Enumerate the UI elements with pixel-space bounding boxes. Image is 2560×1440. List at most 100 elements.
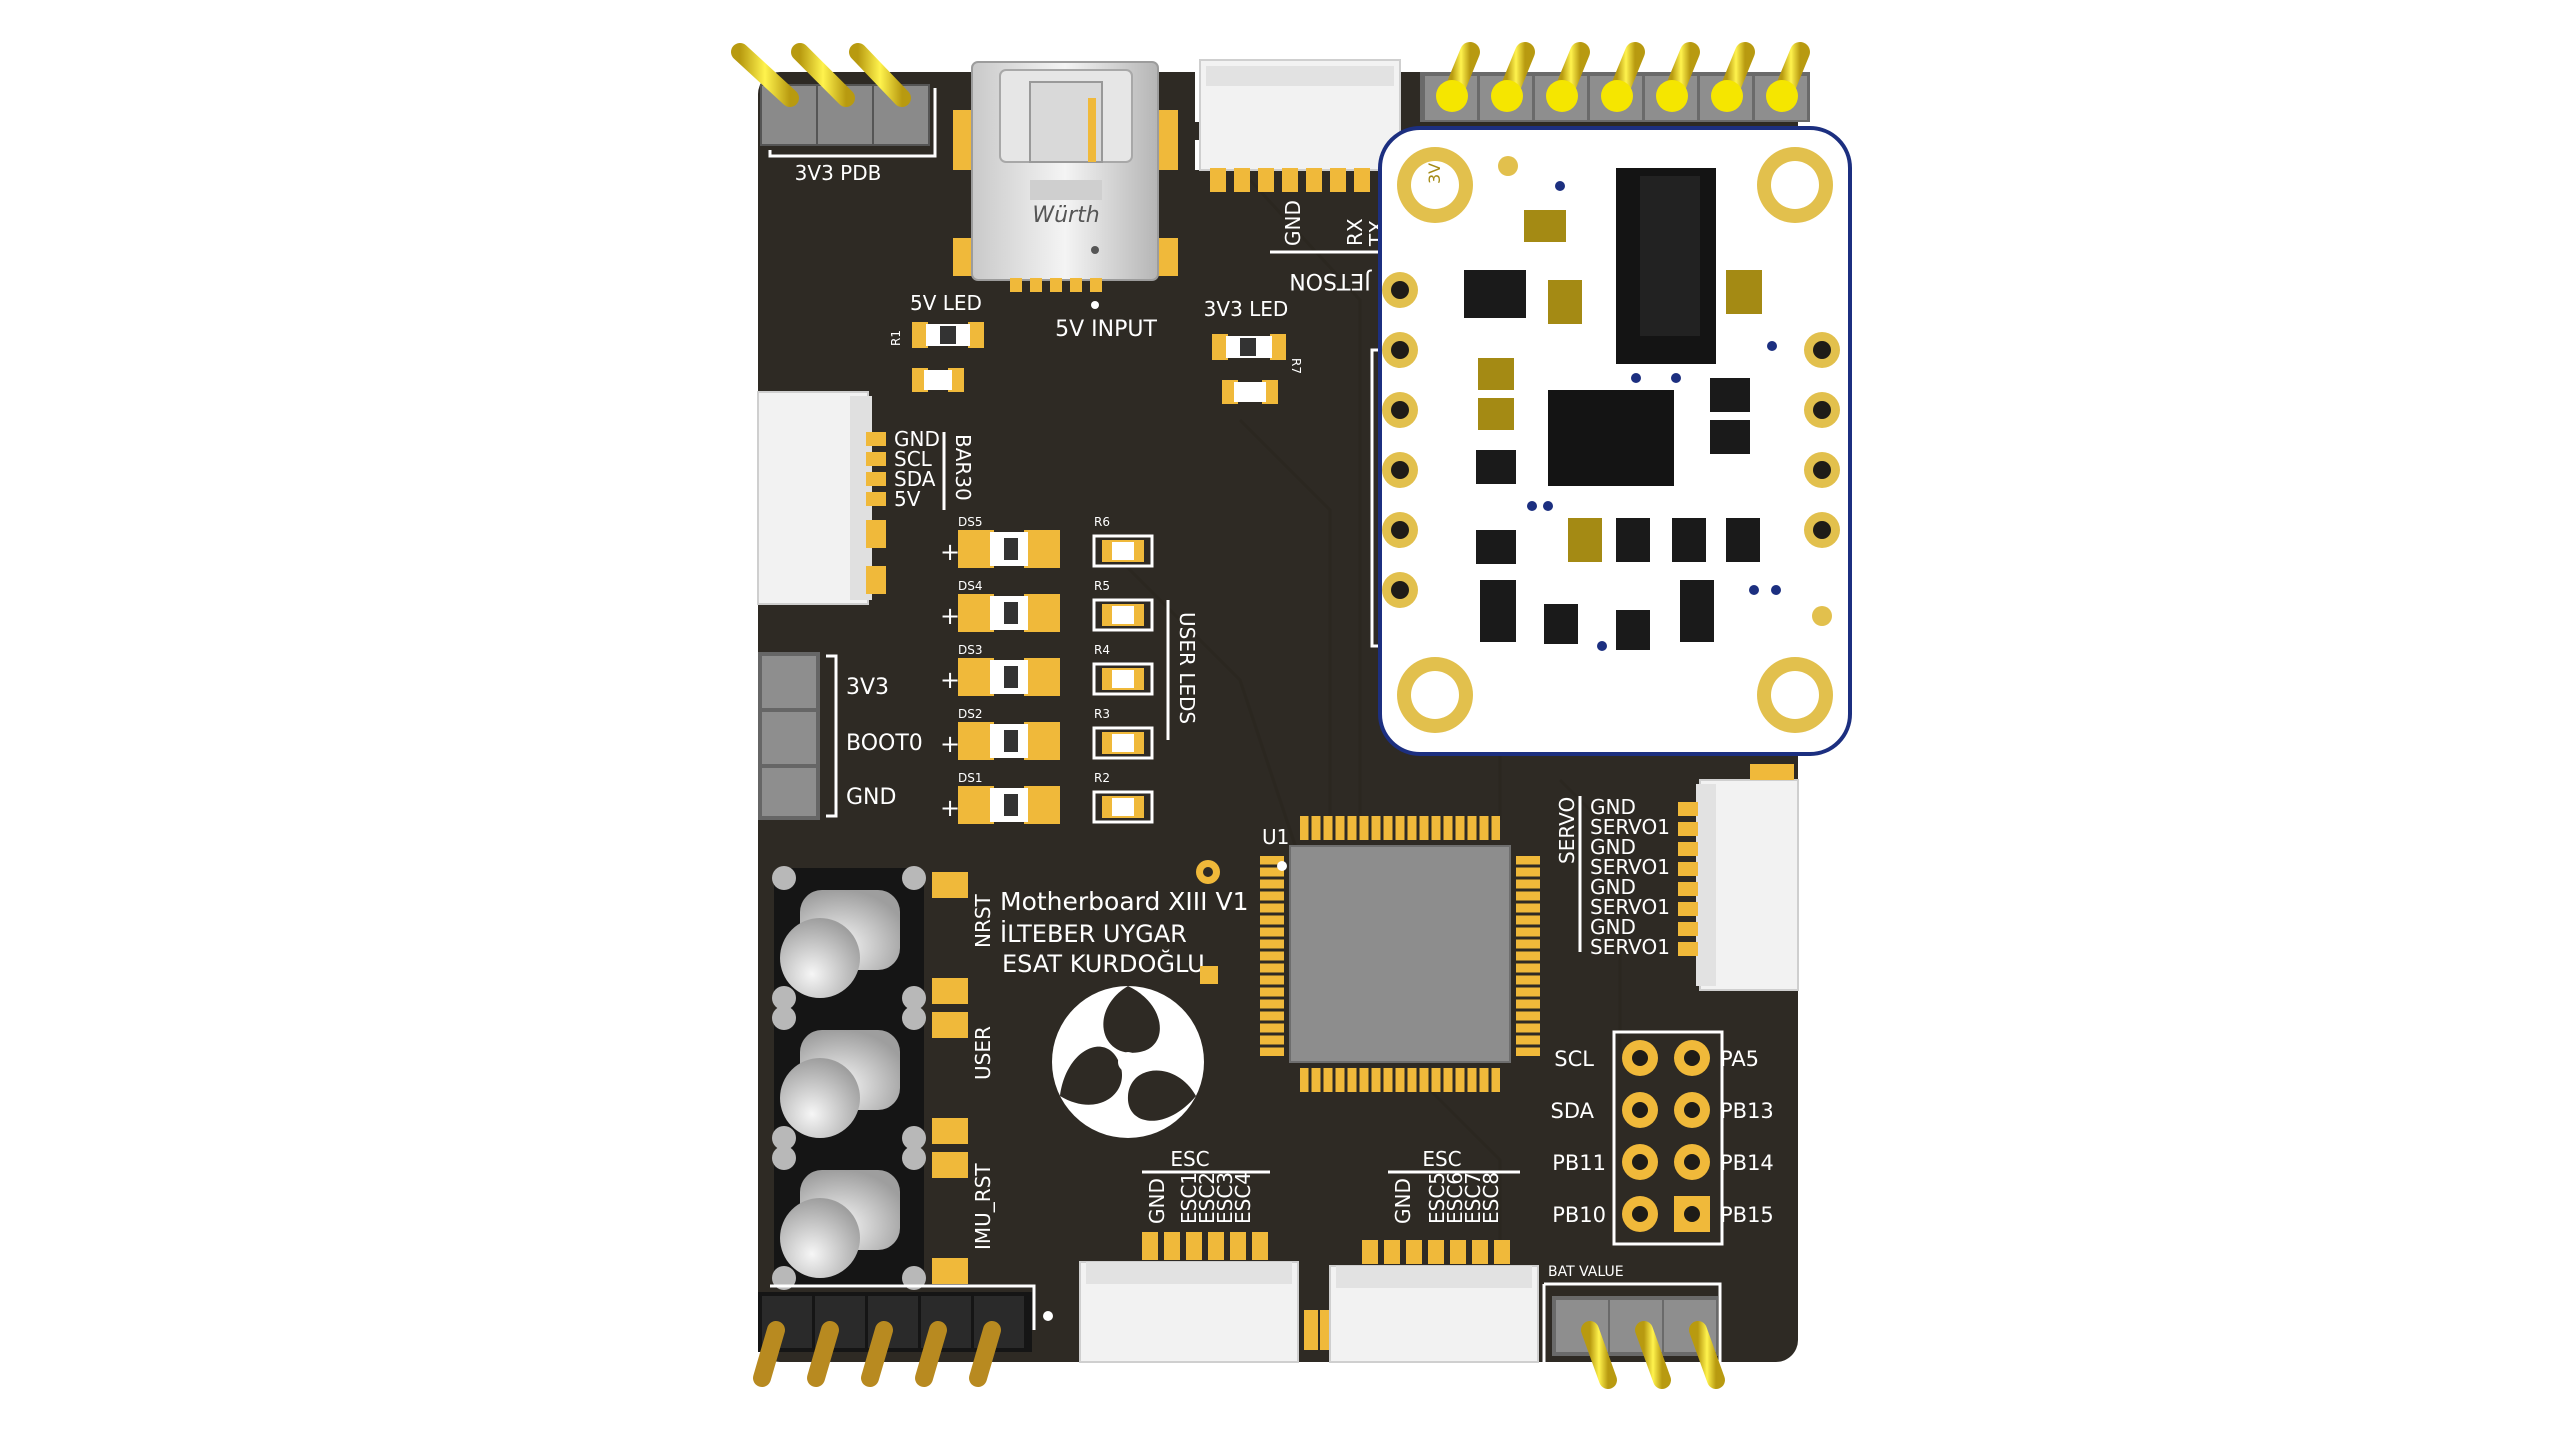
esc-connector-right [1329, 1240, 1539, 1363]
user-led-ds1 [958, 786, 1154, 824]
button-user[interactable] [772, 1006, 968, 1150]
mcu-pin1-dot [1277, 861, 1287, 871]
led-ds-3: DS2 [958, 707, 983, 721]
servo-connector [1678, 764, 1799, 991]
led-ds-1: DS4 [958, 579, 983, 593]
bar30-pin-0: GND [894, 427, 940, 451]
header-bat-value [1542, 1282, 1725, 1389]
led-r-0: R6 [1094, 515, 1110, 529]
label-5v-input: 5V INPUT [1055, 317, 1157, 342]
label-jetson: JETSON [1289, 268, 1373, 293]
jetson-connector [1199, 59, 1401, 192]
servo-pin-7: SERVO1 [1590, 935, 1670, 959]
board-author-1: İLTEBER UYGAR [1000, 919, 1187, 948]
led-plus-1: + [940, 602, 960, 630]
led-plus-3: + [940, 730, 960, 758]
mcu-ref: U1 [1262, 825, 1289, 849]
label-r1: R1 [889, 330, 903, 346]
led-ds-4: DS1 [958, 771, 983, 785]
servo-pin-1: SERVO1 [1590, 815, 1670, 839]
user-leds [958, 530, 1154, 824]
gpio-right-0: PA5 [1720, 1047, 1759, 1071]
led-r-2: R4 [1094, 643, 1110, 657]
esc-left-pin-1: ESC1 [1177, 1172, 1201, 1224]
header-boot [744, 652, 838, 820]
user-led-ds3 [958, 658, 1154, 696]
label-servo: SERVO [1555, 797, 1579, 864]
gpio-right-2: PB14 [1720, 1151, 1774, 1175]
label-3v3-pdb: 3V3 PDB [795, 161, 882, 185]
esc-left-pin-4: ESC4 [1231, 1172, 1255, 1224]
test-point [1200, 966, 1218, 984]
header-top-right [1420, 42, 1810, 122]
label-button-imu-rst: IMU_RST [971, 1163, 995, 1250]
usb-connector: Würth [953, 61, 1178, 292]
bar30-pin-3: 5V [894, 487, 921, 511]
imu-module [1370, 126, 1852, 756]
gpio-left-2: PB11 [1552, 1151, 1606, 1175]
label-user-leds: USER LEDS [1175, 612, 1199, 724]
gpio-left-1: SDA [1551, 1099, 1595, 1123]
label-5v-led: 5V LED [910, 291, 982, 315]
servo-pin-5: SERVO1 [1590, 895, 1670, 919]
esc-right-pin-2: ESC6 [1443, 1172, 1467, 1224]
imu-mark-3v: 3V [1425, 163, 1444, 184]
gpio-left-0: SCL [1554, 1047, 1594, 1071]
boot-pin-2: GND [846, 785, 896, 810]
button-nrst[interactable] [772, 866, 968, 1010]
led-r-3: R3 [1094, 707, 1110, 721]
led-plus-2: + [940, 666, 960, 694]
boot-pin-0: 3V3 [846, 675, 889, 700]
servo-pin-3: SERVO1 [1590, 855, 1670, 879]
bar30-pin-2: SDA [894, 467, 936, 491]
led-r-4: R2 [1094, 771, 1110, 785]
led-ds-0: DS5 [958, 515, 983, 529]
jetson-pin-gnd: GND [1281, 200, 1305, 246]
user-led-ds2 [958, 722, 1154, 760]
board-title: Motherboard XIII V1 [1000, 887, 1249, 916]
led-ds-2: DS3 [958, 643, 983, 657]
header-3v3-pdb [731, 43, 937, 158]
led-plus-0: + [940, 538, 960, 566]
resistor-r7 [1222, 380, 1278, 404]
usb-brand-text: Würth [1032, 203, 1099, 228]
gpio-header [1612, 1030, 1724, 1246]
gpio-right-1: PB13 [1720, 1099, 1774, 1123]
led-r-1: R5 [1094, 579, 1110, 593]
bar30-connector [757, 391, 886, 605]
mcu-u1 [1260, 816, 1540, 1092]
esc-right-pin-3: ESC7 [1461, 1172, 1485, 1224]
gpio-right-3: PB15 [1720, 1203, 1774, 1227]
servo-pin-6: GND [1590, 915, 1636, 939]
label-3v3-led: 3V3 LED [1204, 297, 1289, 321]
led-5v [912, 322, 984, 348]
led-plus-4: + [940, 794, 960, 822]
servo-pin-2: GND [1590, 835, 1636, 859]
esc-right-pin-0: GND [1391, 1178, 1415, 1224]
label-button-user: USER [971, 1026, 995, 1080]
silk-mark [1195, 140, 1199, 170]
esc-left-pin-2: ESC2 [1195, 1172, 1219, 1224]
board-author-2: ESAT KURDOĞLU [1002, 948, 1205, 978]
silk-dot [1091, 301, 1099, 309]
esc-connector-left [1079, 1232, 1334, 1363]
label-esc-right: ESC [1422, 1147, 1461, 1171]
label-r7: R7 [1289, 358, 1303, 374]
silk-mark [1195, 72, 1199, 122]
team-logo-icon [1052, 986, 1204, 1138]
jetson-pin-rx: RX [1343, 218, 1367, 246]
esc-right-pin-1: ESC5 [1425, 1172, 1449, 1224]
user-led-ds4 [958, 594, 1154, 632]
led-3v3 [1212, 334, 1286, 360]
label-button-nrst: NRST [971, 893, 995, 948]
header-bottom-left [753, 1284, 1053, 1387]
label-bar30: BAR30 [951, 434, 975, 501]
boot-pin-1: BOOT0 [846, 731, 923, 756]
esc-left-pin-0: GND [1145, 1178, 1169, 1224]
servo-pin-4: GND [1590, 875, 1636, 899]
button-imu-rst[interactable] [772, 1146, 968, 1290]
servo-pin-0: GND [1590, 795, 1636, 819]
label-esc-left: ESC [1170, 1147, 1209, 1171]
user-led-ds5 [958, 530, 1154, 568]
